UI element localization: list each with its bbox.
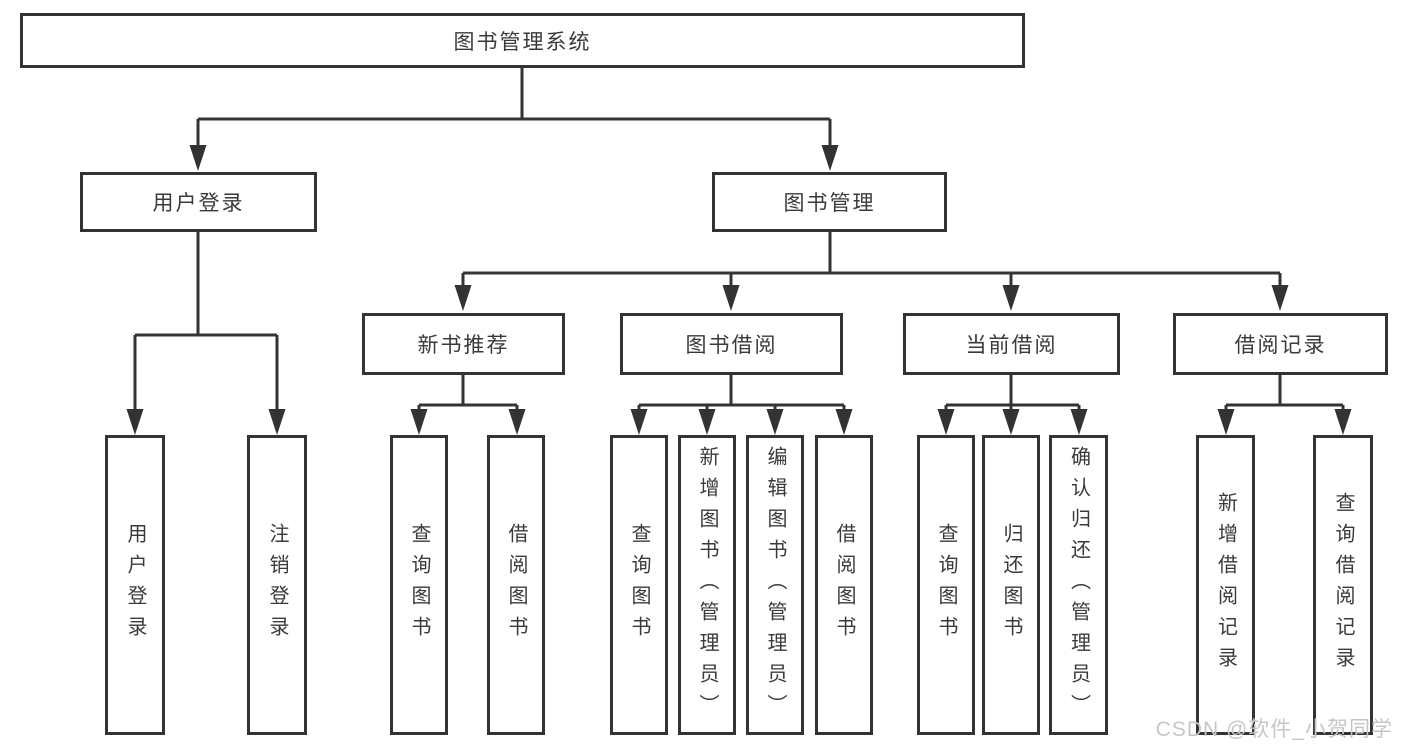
leaf-query-books-recommend: 查询图书 (390, 435, 448, 735)
node-new-book-recommend: 新书推荐 (362, 313, 565, 375)
leaf-add-borrow-record: 新增借阅记录 (1196, 435, 1255, 735)
leaf-query-books-borrow: 查询图书 (610, 435, 668, 735)
node-borrow-records: 借阅记录 (1173, 313, 1388, 375)
node-library-system: 图书管理系统 (20, 13, 1025, 68)
node-book-management: 图书管理 (712, 172, 947, 232)
watermark-text: CSDN @软件_小贺同学 (1155, 718, 1393, 741)
leaf-edit-book-admin: 编辑图书（管理员） (746, 435, 804, 735)
leaf-confirm-return-admin: 确认归还（管理员） (1049, 435, 1108, 735)
leaf-borrow-books: 借阅图书 (815, 435, 873, 735)
leaf-return-books: 归还图书 (982, 435, 1040, 735)
node-current-borrow: 当前借阅 (903, 313, 1120, 375)
leaf-user-login: 用户登录 (105, 435, 165, 735)
leaf-query-books-current: 查询图书 (917, 435, 975, 735)
node-user-login: 用户登录 (80, 172, 317, 232)
leaf-query-borrow-record: 查询借阅记录 (1313, 435, 1373, 735)
leaf-add-book-admin: 新增图书（管理员） (678, 435, 736, 735)
leaf-logout: 注销登录 (247, 435, 307, 735)
node-book-borrow: 图书借阅 (620, 313, 843, 375)
leaf-borrow-books-recommend: 借阅图书 (487, 435, 545, 735)
